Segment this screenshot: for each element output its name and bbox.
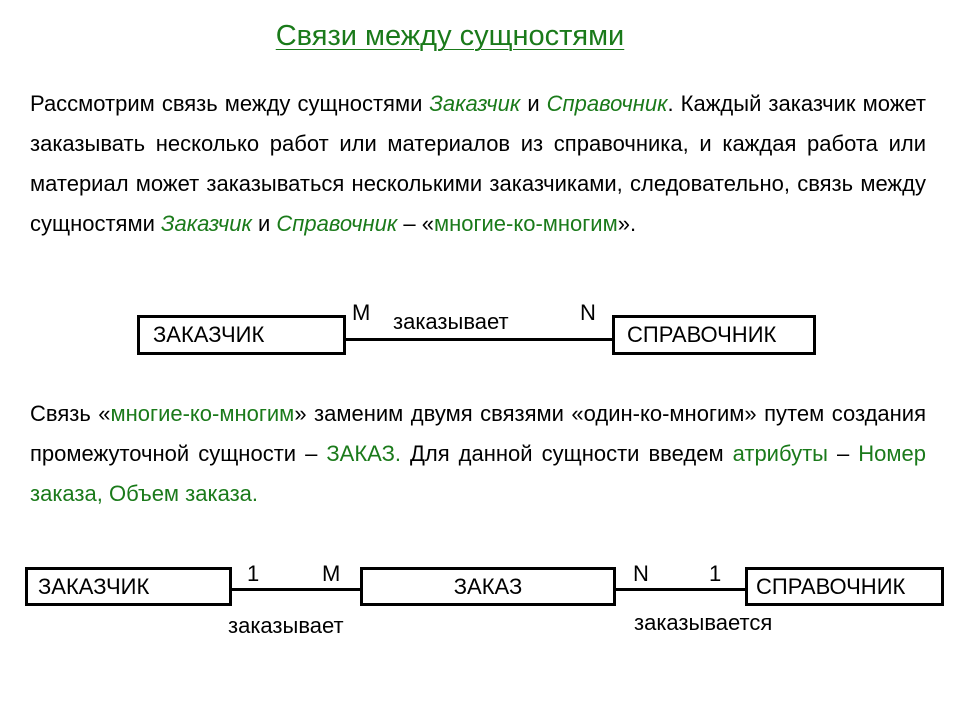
entity-label: ЗАКАЗЧИК (153, 322, 265, 347)
text: ». (617, 211, 637, 236)
text: . Каждый заказчик может заказывать неско… (30, 91, 926, 236)
attribute-list: Номер заказа, Объем заказа. (30, 441, 926, 506)
relationship-line-right (614, 588, 747, 591)
entity-box-directory: СПРАВОЧНИК (612, 315, 816, 355)
text: – « (397, 211, 434, 236)
entity-ref-customer: Заказчик (161, 211, 252, 236)
text: Для данной сущности введем (400, 441, 733, 466)
entity-box-customer: ЗАКАЗЧИК (25, 567, 232, 606)
text: Рассмотрим связь между сущностями (30, 91, 430, 116)
entity-ref-directory: Справочник (276, 211, 398, 236)
text: – (827, 441, 859, 466)
text: и (251, 211, 277, 236)
cardinality-label: M (322, 561, 341, 586)
attributes-term: атрибуты (732, 441, 828, 466)
entity-label: СПРАВОЧНИК (756, 574, 906, 599)
cardinality-label: N (633, 561, 649, 586)
cardinality-label: M (352, 300, 371, 325)
entity-label: СПРАВОЧНИК (627, 322, 777, 347)
text: Связь « (30, 401, 111, 426)
entity-label: ЗАКАЗ (453, 574, 523, 599)
cardinality-label: 1 (709, 561, 722, 586)
cardinality-label: 1 (247, 561, 260, 586)
cardinality-label: N (580, 300, 596, 325)
relationship-label: заказывает (393, 309, 509, 334)
entity-box-directory: СПРАВОЧНИК (745, 567, 944, 606)
relationship-label: заказывается (634, 610, 773, 635)
relation-type-many-to-many: многие-ко-многим (433, 211, 618, 236)
entity-ref-directory: Справочник (546, 91, 668, 116)
text: » заменим двумя связями «один-ко-многим»… (30, 401, 926, 466)
entity-ref-order: ЗАКАЗ. (326, 441, 401, 466)
text: и (520, 91, 547, 116)
relation-type-many-to-many: многие-ко-многим (110, 401, 295, 426)
entity-box-order: ЗАКАЗ (360, 567, 616, 606)
entity-box-customer: ЗАКАЗЧИК (137, 315, 346, 355)
relationship-line (344, 338, 616, 341)
paragraph-intro: Рассмотрим связь между сущностями Заказч… (30, 84, 926, 244)
paragraph-explanation: Связь «многие-ко-многим» заменим двумя с… (30, 394, 926, 514)
entity-label: ЗАКАЗЧИК (38, 574, 150, 599)
relationship-line-left (230, 588, 362, 591)
entity-ref-customer: Заказчик (429, 91, 521, 116)
relationship-label: заказывает (228, 613, 344, 638)
page-title: Связи между сущностями (275, 20, 625, 52)
